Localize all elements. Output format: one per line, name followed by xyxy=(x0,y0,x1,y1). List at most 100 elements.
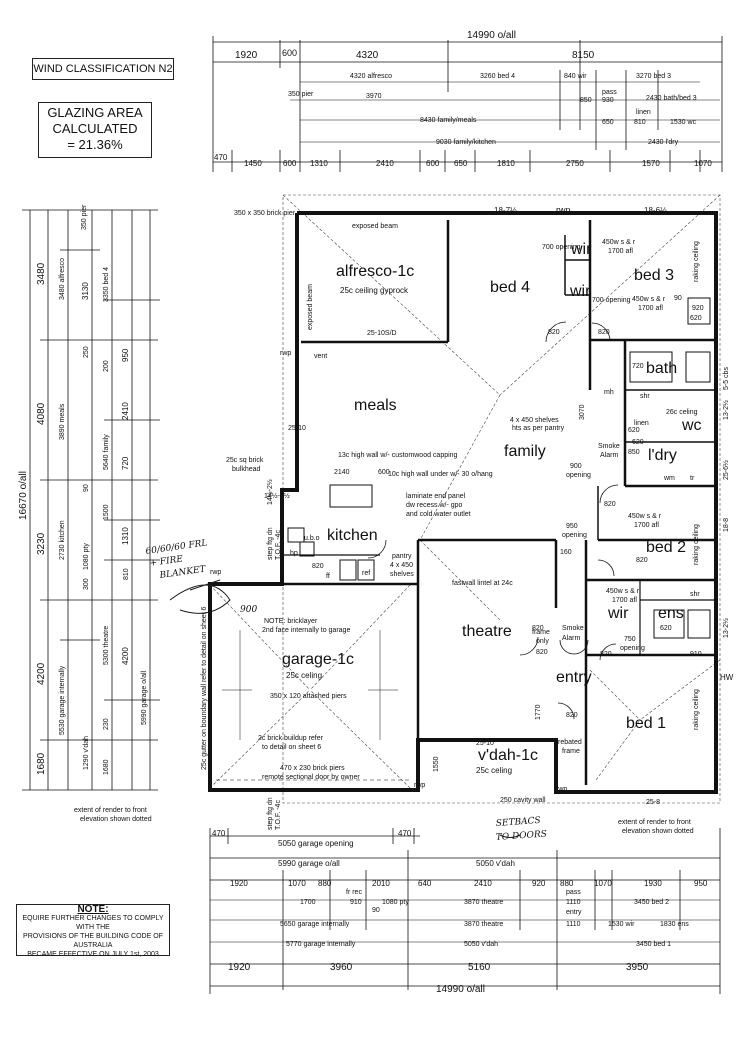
note-opening: opening xyxy=(562,532,587,539)
dim-left-col2: 3350 bed 4 xyxy=(103,267,110,302)
dim-left-mid: 3480 alfresco xyxy=(59,258,66,300)
glazing-line-1: GLAZING AREA xyxy=(47,105,143,120)
dim-bottom-row5: 5050 v'dah xyxy=(464,941,498,948)
note-line-3: BECAME EFFECTIVE ON JULY 1st, 2003 xyxy=(27,951,159,958)
dim-top-row5: 1450 xyxy=(244,159,262,168)
dim-wall: 1550 xyxy=(433,756,440,772)
note-sd: 25-10S/D xyxy=(367,330,397,337)
dim-top: 8430 family/meals xyxy=(420,117,477,124)
dim-door: 820 xyxy=(312,563,324,570)
dim-wall: 160 xyxy=(560,549,572,556)
note-step-footing: T.O.F. -4c xyxy=(275,530,282,560)
dim-top-row5: 650 xyxy=(454,159,468,168)
room-bed-3: bed 3 xyxy=(634,267,674,284)
handwritten-frl-note: + FIRE xyxy=(149,554,184,569)
dim-door: 820 xyxy=(532,625,544,632)
note-buildup: to detail on sheet 6 xyxy=(262,744,321,751)
handwritten-marks xyxy=(169,579,521,838)
room-alfresco: alfresco-1c xyxy=(336,263,414,280)
dim-left-col3: 720 xyxy=(121,456,130,470)
dim-overall-top: 14990 o/all xyxy=(467,30,516,41)
handwritten-setbacks: TO DOORS xyxy=(496,829,548,843)
dim-left-outer: 4200 xyxy=(36,662,47,685)
dim-left-small: 1290 v'dah xyxy=(83,736,90,770)
dim-left-outer: 3480 xyxy=(36,262,47,285)
note-exposed-beam: exposed beam xyxy=(352,223,398,230)
dim-door: 820 xyxy=(536,649,548,656)
dim-left-col3: 950 xyxy=(121,348,130,362)
dim-top: 1530 wc xyxy=(670,119,697,126)
dim-bottom-row3: 2010 xyxy=(372,879,390,888)
dim-bottom-row3: 880 xyxy=(560,879,574,888)
dim-top: 4320 alfresco xyxy=(350,73,392,80)
dim-left-outer: 1680 xyxy=(36,752,47,775)
label-trough: tr xyxy=(690,475,695,482)
dim-bottom-row3: 1070 xyxy=(594,879,612,888)
dim-bottom-row4b: 1830 ens xyxy=(660,921,689,928)
dim-top: 2430 l'dry xyxy=(648,139,679,146)
note-title: NOTE: xyxy=(77,904,109,915)
dim-bottom-row4: 1080 pty xyxy=(382,899,409,906)
dim-wall: 25-10 xyxy=(288,425,306,432)
label-ff: ff xyxy=(326,573,330,580)
dim-left-col3: 4200 xyxy=(121,647,130,665)
note-render-extent: extent of render to front xyxy=(74,807,147,814)
dim-wall: 25-10 xyxy=(476,740,494,747)
note-sectional-door: remote sectional door by owner xyxy=(262,774,360,781)
note-shelf-rail: 1700 afl xyxy=(634,522,659,529)
dim-door: 620 xyxy=(690,315,702,322)
room-bed-1: bed 1 xyxy=(626,715,666,732)
glazing-area-box: GLAZING AREA CALCULATED = 21.36% xyxy=(38,102,152,158)
dim-door: 620 xyxy=(632,439,644,446)
dim-bottom: 5990 garage o/all xyxy=(278,859,340,868)
dim-top: 810 xyxy=(634,119,646,126)
note-shelf-rail: 450w s & r xyxy=(628,513,662,520)
dim-bottom-row3: 880 xyxy=(318,879,332,888)
label-pantry: shelves xyxy=(390,571,414,578)
dim-bottom-row5: 3450 bed 1 xyxy=(636,941,671,948)
note-opening: opening xyxy=(566,472,591,479)
label-rwp: rwp xyxy=(414,782,425,789)
dim-bottom-row4b: 1110 xyxy=(566,921,581,928)
dim-door: 820 xyxy=(636,557,648,564)
dim-wall: 25-8 xyxy=(646,799,660,806)
dim-family: 3070 xyxy=(579,404,586,420)
note-render-extent: elevation shown dotted xyxy=(622,828,694,835)
note-ceiling: 26c celing xyxy=(666,409,698,416)
door-swings xyxy=(367,321,619,720)
room-verandah: v'dah-1c xyxy=(478,747,538,764)
dim-window: 5-5 cbs xyxy=(723,367,730,390)
dim-top-row5: 600 xyxy=(426,159,440,168)
note-opening: opening xyxy=(620,645,645,652)
dim-left-col2: 5990 garage o/all xyxy=(141,670,148,725)
dim-top-row5: 2410 xyxy=(376,159,394,168)
dim-top: 2430 bath/bed 3 xyxy=(646,95,697,102)
room-entry: entry xyxy=(556,669,592,686)
note-bricklayer: 2nd face internally to garage xyxy=(262,627,350,634)
note-line-1: EQUIRE FURTHER CHANGES TO COMPLY WITH TH… xyxy=(22,915,164,931)
note-step-footing: step ftg dn xyxy=(267,797,274,830)
dim-wall: 90 xyxy=(674,295,682,302)
note-brick-bulkhead: 25c sq brick xyxy=(226,457,264,464)
note-high-wall: 10c high wall under w/- 30 o/hang xyxy=(388,471,493,478)
dim-left-small: 1500 xyxy=(103,504,110,520)
dim-bottom: pass xyxy=(566,889,581,896)
room-theatre: theatre xyxy=(462,623,512,640)
dim-window: 18-7½ xyxy=(494,206,517,215)
dim-entry: 1770 xyxy=(535,704,542,720)
note-laminate: dw recess w/- gpo xyxy=(406,502,463,509)
dim-window: 13-2½ xyxy=(722,400,730,420)
label-fridge: ref xyxy=(362,570,370,577)
dim-bottom-row3: 1070 xyxy=(288,879,306,888)
dim-left-mid: 5530 garage internally xyxy=(59,665,66,735)
dim-left-outer: 4080 xyxy=(36,402,47,425)
note-shelf-rail: 1700 afl xyxy=(608,248,633,255)
room-family: family xyxy=(504,443,546,460)
note-smoke-alarm: Alarm xyxy=(600,452,618,459)
dim-top: 850 xyxy=(580,97,592,104)
dim-top: linen xyxy=(636,109,651,116)
dim-bottom-row4: 1110 xyxy=(566,899,581,906)
dim-top: 840 wir xyxy=(564,73,587,80)
dim-bottom: 470 xyxy=(212,829,226,838)
dim-window: 13-2½ xyxy=(722,618,730,638)
